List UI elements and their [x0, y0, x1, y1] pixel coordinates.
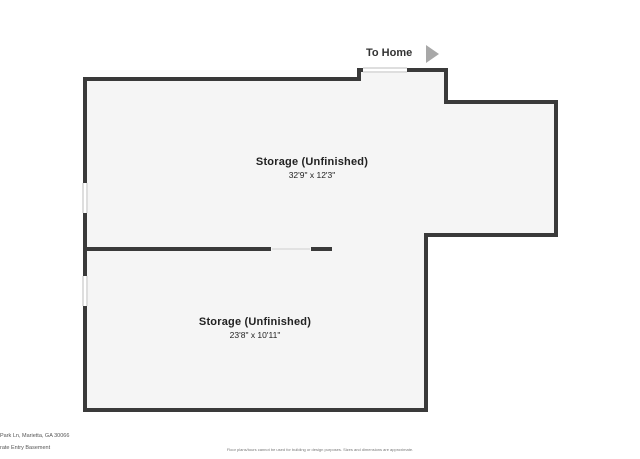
floor-area — [85, 70, 556, 410]
footer-disclaimer: Floor plans/tours cannot be used for bui… — [226, 447, 414, 452]
footer-address: Park Ln, Marietta, GA 30066 — [0, 433, 70, 439]
room-upper-name: Storage (Unfinished) — [255, 156, 369, 168]
room-lower-dimensions: 23'8" x 10'11" — [229, 330, 281, 340]
outer-walls — [83, 68, 558, 412]
room-lower-name: Storage (Unfinished) — [198, 316, 312, 328]
to-home-label: To Home — [366, 47, 413, 59]
top-entry-opening — [363, 67, 407, 73]
room-upper: Storage (Unfinished) 32'9" x 12'3" — [232, 156, 392, 180]
left-window-upper — [82, 183, 88, 213]
to-home-arrow-icon — [426, 45, 439, 63]
left-window-lower — [82, 276, 88, 306]
room-lower: Storage (Unfinished) 23'8" x 10'11" — [170, 316, 340, 340]
footer-level: rate Entry Basement — [0, 445, 51, 451]
room-upper-dimensions: 32'9" x 12'3" — [288, 170, 336, 180]
